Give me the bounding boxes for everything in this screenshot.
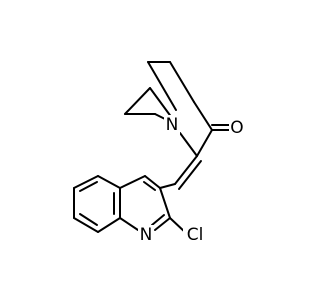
atom-n-bridgehead: N [166, 115, 179, 135]
bond-c-to-carbonyl [193, 101, 213, 131]
bond-q-inner-c3c4 [143, 181, 156, 191]
structure-svg: N O N Cl [73, 61, 245, 245]
atom-o-carbonyl: O [230, 118, 243, 138]
label-bg-cl [183, 225, 207, 245]
atom-labels: N O N Cl [138, 115, 245, 245]
bond-b-inner-c5c6 [79, 181, 98, 192]
quinuclidinone-cage [124, 61, 231, 157]
atom-n-quinoline: N [140, 225, 153, 245]
bond-c2-to-carbonyl [196, 129, 213, 157]
bond-b-c5-c6 [73, 175, 99, 189]
bond-q-c8a-n1 [119, 217, 139, 231]
bond-b-c7-c8 [73, 217, 99, 233]
atom-cl: Cl [187, 225, 204, 245]
label-bg-n-quinoline [138, 225, 154, 245]
bond-ch-to-quinoline [159, 183, 176, 189]
bond-q-inner-n1c2 [151, 214, 165, 226]
bond-q-c4-c4a [119, 175, 146, 189]
bond-bridge-down [147, 61, 177, 111]
bond-b-inner-c7c8 [79, 213, 98, 226]
bond-n-to-c2 [179, 132, 198, 157]
bond-left-arm-n [149, 87, 173, 119]
molecule-diagram: N O N Cl [73, 61, 245, 245]
quinoline-ring [73, 175, 187, 234]
bond-bridge-top-right [169, 61, 195, 103]
methylidene-linker [159, 155, 202, 190]
bond-left-arm-top [124, 87, 151, 115]
bond-q-n1-c2 [154, 217, 171, 231]
bond-q-c2-c3 [159, 187, 171, 219]
label-bg-n-bridgehead [164, 115, 180, 135]
bond-b-c4a-c5 [97, 175, 121, 189]
bond-exocyclic-2 [178, 160, 202, 190]
bond-exocyclic-1 [174, 155, 198, 185]
bond-q-c3-c4 [144, 175, 161, 189]
label-bg-o [229, 118, 245, 138]
bond-b-c8-c8a [97, 217, 121, 233]
